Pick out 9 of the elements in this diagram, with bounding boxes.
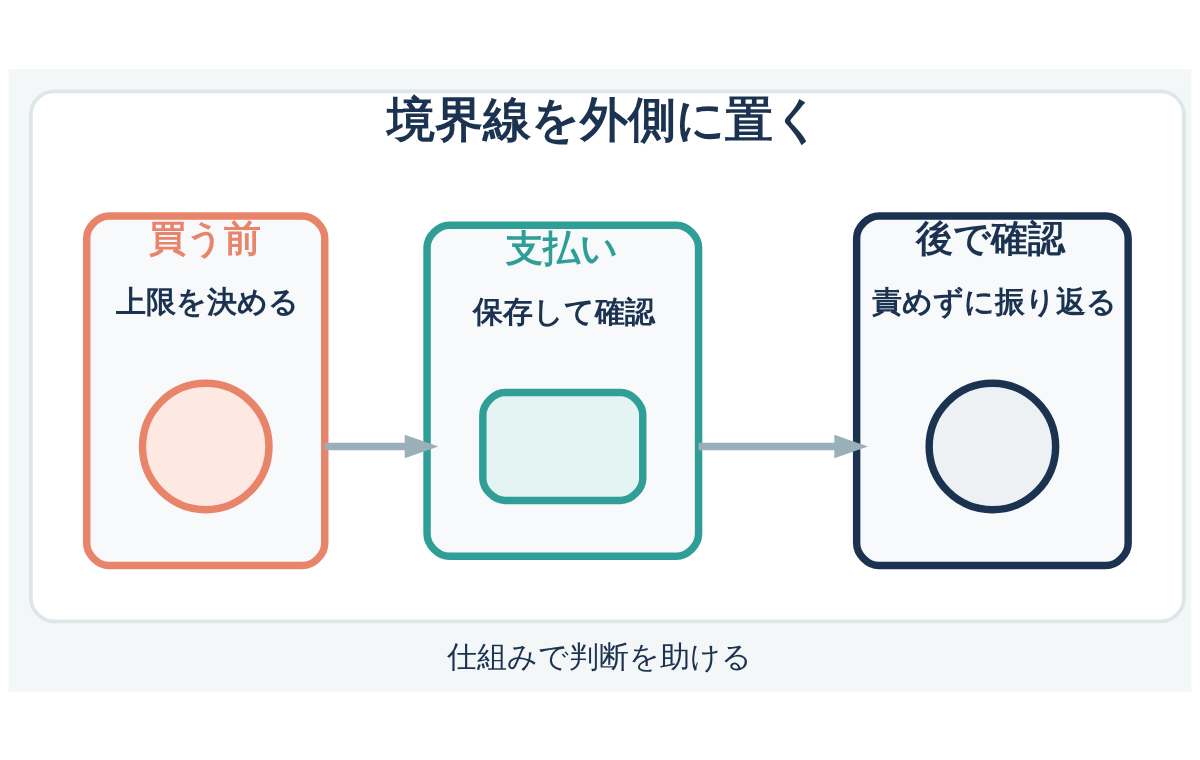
cluster: 後で確認 責めずに振り返る — [852, 211, 1132, 569]
arrow — [324, 434, 439, 458]
node-box — [479, 388, 647, 504]
node-circle — [138, 379, 273, 513]
arrow — [698, 434, 868, 458]
caption: 仕組みで判断を助ける — [447, 638, 753, 674]
cluster: 買う前 上限を決める — [83, 211, 329, 569]
node-circle — [925, 379, 1060, 513]
cluster: 支払い 保存して確認 — [423, 221, 703, 560]
